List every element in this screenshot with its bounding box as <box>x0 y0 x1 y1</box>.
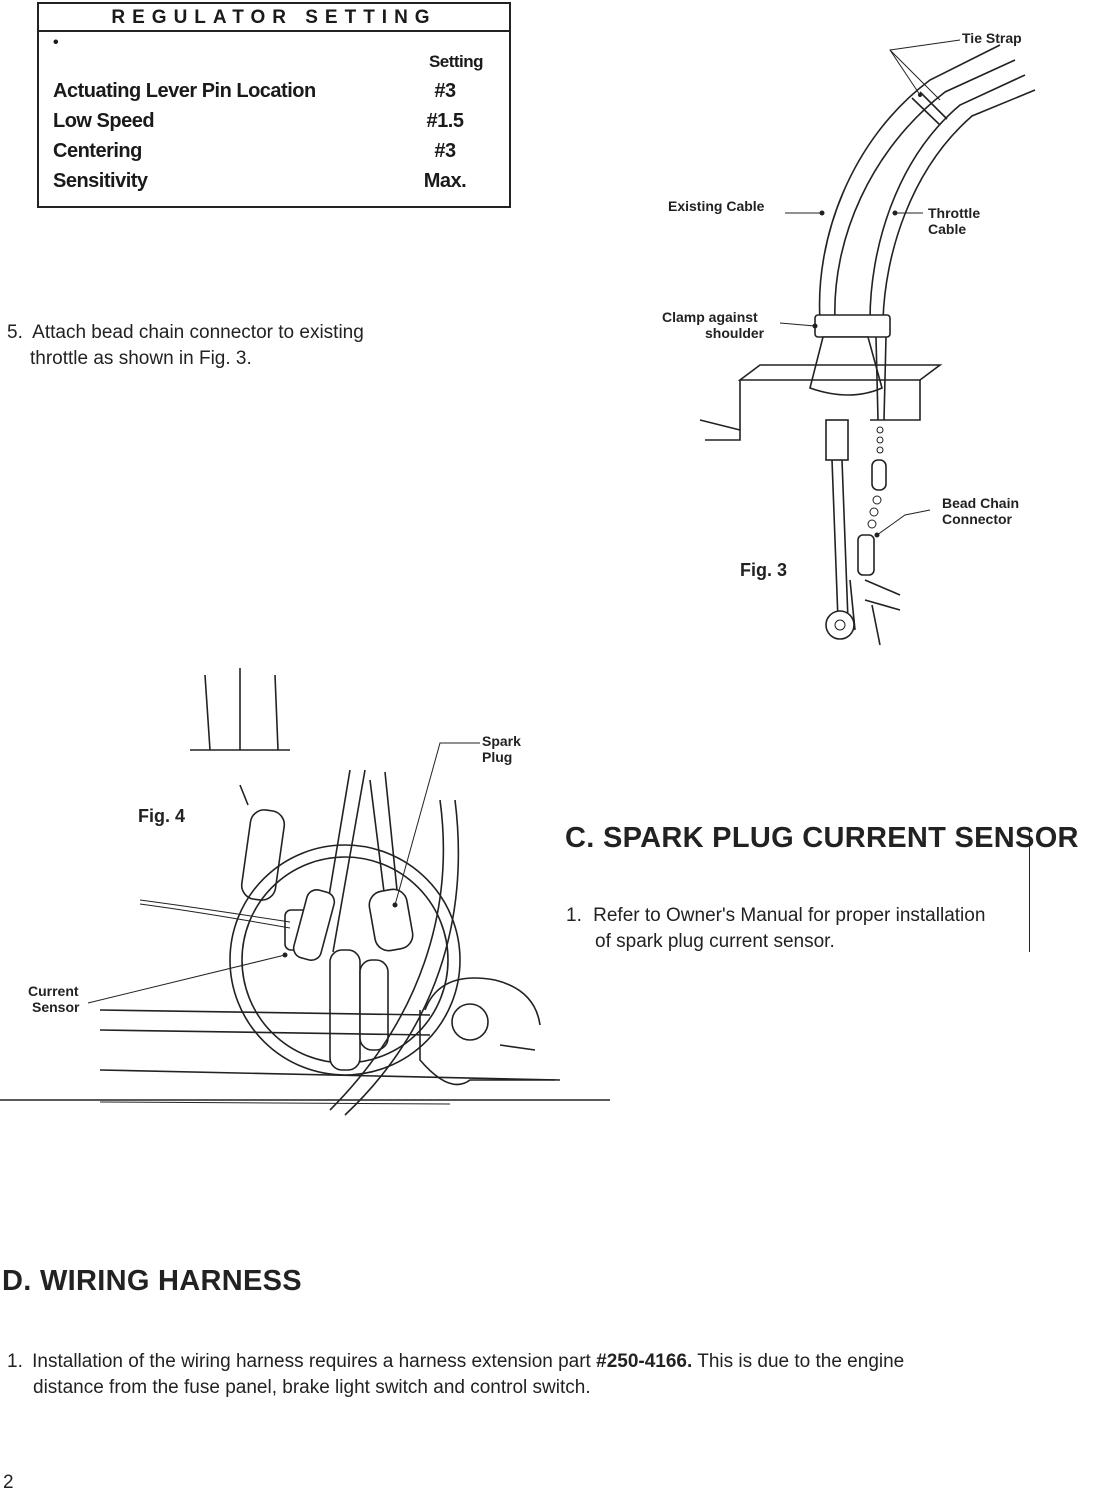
fig4-caption: Fig. 4 <box>138 806 186 826</box>
spark-plug-label-2: Plug <box>482 749 513 765</box>
regulator-table-title: REGULATOR SETTING <box>39 4 509 32</box>
row-value: #1.5 <box>426 110 464 132</box>
clamp-label-1: Clamp against <box>662 309 758 325</box>
row-label: Low Speed <box>53 110 155 132</box>
bead-chain-label-1: Bead Chain <box>942 495 1020 511</box>
step-line: Refer to Owner's Manual for proper insta… <box>593 905 986 926</box>
part-number: #250-4166. <box>596 1351 693 1372</box>
margin-rule <box>1029 832 1030 952</box>
regulator-setting-table: REGULATOR SETTING • Setting Actuating Le… <box>37 2 511 208</box>
throttle-cable-label-1: Throttle <box>928 205 981 221</box>
setting-column-header: Setting <box>428 52 484 71</box>
step-line: distance from the fuse panel, brake ligh… <box>33 1377 591 1398</box>
step-number: 1. <box>7 1351 23 1372</box>
step-line-post: This is due to the engine <box>692 1351 905 1372</box>
section-c-heading: C. SPARK PLUG CURRENT SENSOR <box>565 822 1079 854</box>
section-c-step-1: 1. Refer to Owner's Manual for proper in… <box>566 903 985 929</box>
page-number: 2 <box>3 1472 14 1493</box>
tie-strap-label: Tie Strap <box>962 30 1022 46</box>
current-sensor-label-1: Current <box>28 983 79 999</box>
step-number: 1. <box>566 905 582 926</box>
row-label: Actuating Lever Pin Location <box>53 80 316 102</box>
section-d-step-1: 1. Installation of the wiring harness re… <box>7 1349 904 1375</box>
fig3-caption: Fig. 3 <box>740 560 788 580</box>
spark-plug-label-1: Spark <box>482 733 521 749</box>
existing-cable-label: Existing Cable <box>668 198 765 214</box>
row-value: #3 <box>434 140 456 162</box>
step-line: Attach bead chain connector to existing <box>32 322 364 343</box>
throttle-cable-label-2: Cable <box>928 221 967 237</box>
step-line: throttle as shown in Fig. 3. <box>30 348 252 369</box>
clamp-label-2: shoulder <box>705 325 765 341</box>
table-bullet: • <box>53 34 59 51</box>
bead-chain-label-2: Connector <box>942 511 1012 527</box>
step-number: 5. <box>7 322 23 343</box>
step-line-pre: Installation of the wiring harness requi… <box>32 1351 597 1372</box>
fig3-throttle-diagram <box>699 39 1036 646</box>
step-line: of spark plug current sensor. <box>595 931 835 952</box>
current-sensor-label-2: Sensor <box>32 999 80 1015</box>
fig4-spark-plug-diagram <box>0 668 610 1116</box>
row-value: #3 <box>434 80 456 102</box>
section-d-heading: D. WIRING HARNESS <box>2 1265 302 1297</box>
row-value: Max. <box>423 170 467 192</box>
row-label: Centering <box>53 140 142 162</box>
step-5-instruction: 5. Attach bead chain connector to existi… <box>7 320 364 346</box>
row-label: Sensitivity <box>53 170 148 192</box>
